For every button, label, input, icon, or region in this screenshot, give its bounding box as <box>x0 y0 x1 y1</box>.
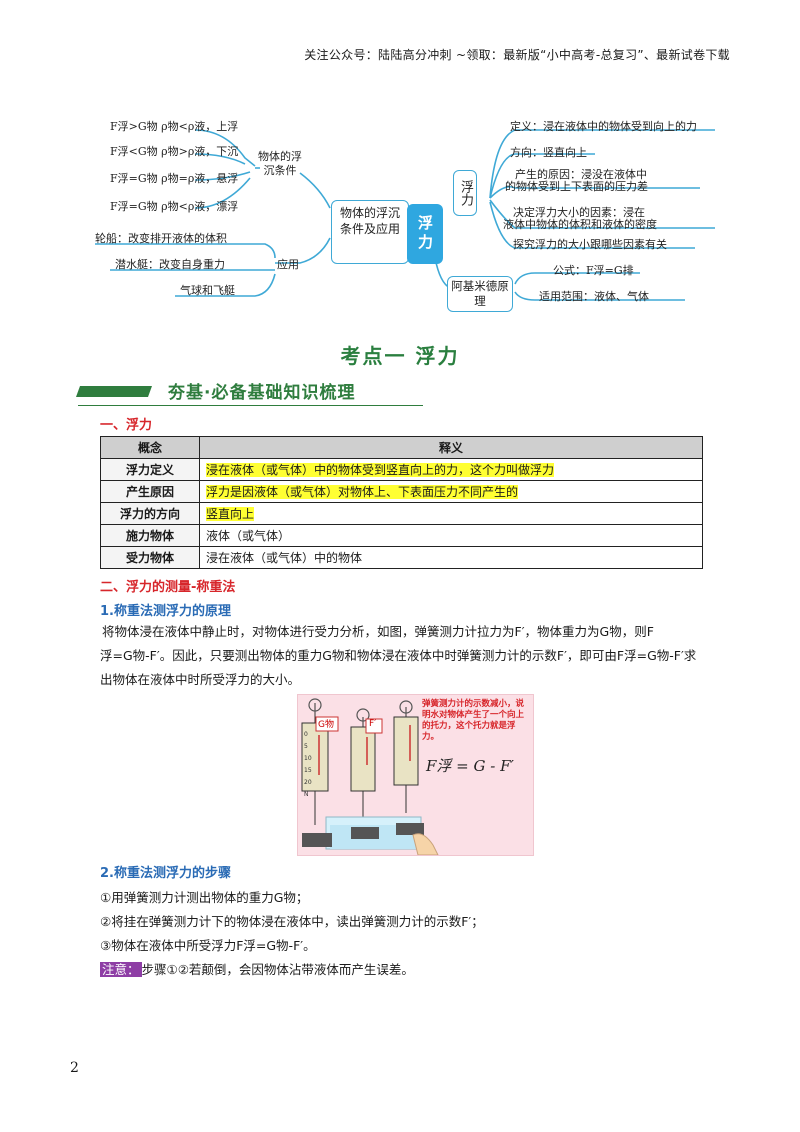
f-label: F′ <box>369 719 377 729</box>
table-cell-key: 浮力定义 <box>100 458 200 481</box>
step-2: ②将挂在弹簧测力计下的物体浸在液体中，读出弹簧测力计的示数F′； <box>100 914 484 929</box>
node-factor-1: 决定浮力大小的因素：浸在 <box>513 206 645 219</box>
note-line: 注意：步骤①②若颠倒，会因物体沾带液体而产生误差。 <box>100 958 740 982</box>
concept-table: 概念 释义 浮力定义 浸在液体（或气体）中的物体受到竖直向上的力，这个力叫做浮力… <box>100 436 703 569</box>
paragraph-line: 浮=G物-F′。因此，只要测出物体的重力G物和物体浸在液体中时弹簧测力计的示数F… <box>100 648 697 663</box>
box-float-conditions: 物体的浮沉条件及应用 <box>331 200 409 264</box>
node-definition: 定义：浸在液体中的物体受到向上的力 <box>510 120 697 133</box>
banner-text: 夯基·必备基础知识梳理 <box>168 383 356 403</box>
label-apply: 应用 <box>277 258 299 271</box>
table-cell-key: 产生原因 <box>100 480 200 503</box>
table-header-concept: 概念 <box>100 436 200 459</box>
app-ship: 轮船：改变排开液体的体积 <box>95 232 227 245</box>
note-text: 步骤①②若颠倒，会因物体沾带液体而产生误差。 <box>141 962 414 977</box>
node-scope: 适用范围：液体、气体 <box>539 290 649 303</box>
highlighted-text: 浮力是因液体（或气体）对物体上、下表面压力不同产生的 <box>206 485 519 499</box>
step-1: ①用弹簧测力计测出物体的重力G物； <box>100 890 309 905</box>
section-2-heading: 二、浮力的测量-称重法 <box>100 580 236 595</box>
table-cell-value: 浸在液体（或气体）中的物体受到竖直向上的力，这个力叫做浮力 <box>199 458 703 481</box>
label-sink-float: 物体的浮沉条件 <box>258 150 302 177</box>
table-header-meaning: 释义 <box>199 436 703 459</box>
node-cause-1: 产生的原因：浸没在液体中 <box>515 168 647 181</box>
tick-label: 0 <box>304 731 308 738</box>
figure-drawing <box>301 698 439 855</box>
table-cell-key: 浮力的方向 <box>100 502 200 525</box>
section-banner: 夯基·必备基础知识梳理 <box>75 378 423 406</box>
note-label: 注意： <box>100 962 142 977</box>
node-explore: 探究浮力的大小跟哪些因素有关 <box>513 238 667 251</box>
table-cell-value: 浮力是因液体（或气体）对物体上、下表面压力不同产生的 <box>199 480 703 503</box>
tick-label: 20 <box>304 779 312 786</box>
principle-paragraph: 将物体浸在液体中静止时，对物体进行受力分析，如图，弹簧测力计拉力为F′，物体重力… <box>100 620 740 692</box>
table-row: 浮力定义 浸在液体（或气体）中的物体受到竖直向上的力，这个力叫做浮力 <box>100 458 703 481</box>
kaodian-title: 考点一 浮力 <box>340 344 460 368</box>
banner-underline <box>78 404 423 406</box>
table-row: 浮力的方向 竖直向上 <box>100 502 703 525</box>
step-3: ③物体在液体中所受浮力F浮=G物-F′。 <box>100 938 316 953</box>
section-1-heading: 一、浮力 <box>100 418 153 433</box>
table-row: 产生原因 浮力是因液体（或气体）对物体上、下表面压力不同产生的 <box>100 480 703 503</box>
table-cell-value: 液体（或气体） <box>199 524 703 547</box>
box-buoyancy: 浮力 <box>453 170 477 216</box>
tick-label: 10 <box>304 755 312 762</box>
cond-down: F浮<G物 ρ物>ρ液，下沉 <box>110 145 239 158</box>
table-cell-value: 浸在液体（或气体）中的物体 <box>199 546 703 569</box>
box-archimedes: 阿基米德原理 <box>447 276 513 312</box>
app-submarine: 潜水艇：改变自身重力 <box>115 258 225 271</box>
node-formula: 公式：F浮=G排 <box>553 264 634 277</box>
page-number: 2 <box>70 1060 79 1076</box>
highlighted-text: 竖直向上 <box>206 507 255 521</box>
spring-scale-figure: G物 F′ 0 5 10 15 20 N 弹簧测力计的示数减小，说明水对物体产生… <box>297 694 534 856</box>
mind-map: F浮>G物 ρ物<ρ液，上浮 F浮<G物 ρ物>ρ液，下沉 F浮=G物 ρ物=ρ… <box>95 108 715 312</box>
table-row: 受力物体 浸在液体（或气体）中的物体 <box>100 546 703 569</box>
paragraph-line: 将物体浸在液体中静止时，对物体进行受力分析，如图，弹簧测力计拉力为F′，物体重力… <box>102 624 654 639</box>
page-header: 关注公众号：陆陆高分冲刺 ~领取：最新版“小中高考-总复习”、最新试卷下载 <box>304 48 730 62</box>
table-cell-value: 竖直向上 <box>199 502 703 525</box>
cond-up: F浮>G物 ρ物<ρ液，上浮 <box>110 120 239 133</box>
mind-map-center: 浮力 <box>407 204 443 264</box>
subsection-2-heading: 2.称重法测浮力的步骤 <box>100 866 231 881</box>
steps: ①用弹簧测力计测出物体的重力G物； ②将挂在弹簧测力计下的物体浸在液体中，读出弹… <box>100 886 740 982</box>
table-cell-key: 施力物体 <box>100 524 200 547</box>
scale-ticks: 0 5 10 15 20 N <box>304 729 312 801</box>
table-row: 施力物体 液体（或气体） <box>100 524 703 547</box>
tick-unit: N <box>304 791 309 798</box>
subsection-1-heading: 1.称重法测浮力的原理 <box>100 604 231 619</box>
table-cell-key: 受力物体 <box>100 546 200 569</box>
table-header-row: 概念 释义 <box>100 436 703 459</box>
node-cause-2: 的物体受到上下表面的压力差 <box>505 180 648 193</box>
node-direction: 方向：竖直向上 <box>510 146 587 159</box>
g-label: G物 <box>318 720 334 730</box>
tick-label: 15 <box>304 767 312 774</box>
app-balloon: 气球和飞艇 <box>180 284 235 297</box>
paragraph-line: 出物体在液体中时所受浮力的大小。 <box>100 672 301 687</box>
cond-float: F浮=G物 ρ物<ρ液，漂浮 <box>110 200 239 213</box>
banner-bar <box>75 386 153 397</box>
highlighted-text: 浸在液体（或气体）中的物体受到竖直向上的力，这个力叫做浮力 <box>206 463 555 477</box>
node-factor-2: 液体中物体的体积和液体的密度 <box>503 218 657 231</box>
figure-formula: F浮 = G - F′ <box>426 757 514 775</box>
tick-label: 5 <box>304 743 308 750</box>
figure-note: 弹簧测力计的示数减小，说明水对物体产生了一个向上的托力，这个托力就是浮力。 <box>422 699 525 742</box>
cond-suspend: F浮=G物 ρ物=ρ液，悬浮 <box>110 172 239 185</box>
